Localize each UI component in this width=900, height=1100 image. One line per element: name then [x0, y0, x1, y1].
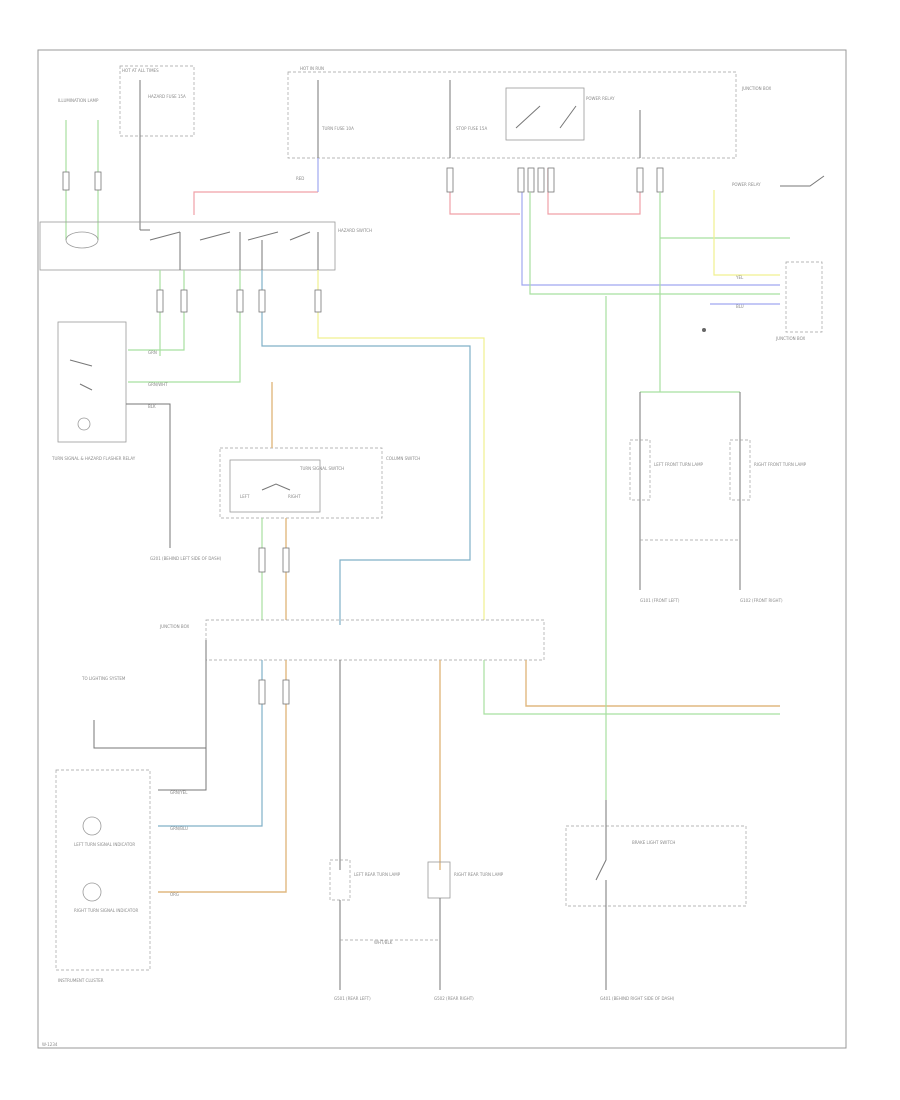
wire-tag-blu: BLU	[736, 304, 744, 309]
illumination-lamp-label: ILLUMINATION LAMP	[58, 98, 99, 103]
fuse-stop-label: STOP FUSE 15A	[456, 126, 487, 131]
fuse-turn-label: TURN FUSE 10A	[321, 126, 354, 131]
rear-right-lamp: RIGHT REAR TURN LAMP G502 (REAR RIGHT)	[427, 861, 504, 1001]
wire-tag-blk: BLK	[148, 404, 156, 409]
illumination-lamp: ILLUMINATION LAMP	[58, 98, 102, 249]
page-id: W-1234	[42, 1042, 58, 1047]
ground-rear-right-label: G502 (REAR RIGHT)	[434, 996, 474, 1001]
left-turn-indicator-label: LEFT TURN SIGNAL INDICATOR	[74, 842, 135, 847]
junction-label: JUNCTION BOX	[159, 624, 189, 629]
right-label: RIGHT	[288, 494, 301, 499]
junction-box-label: JUNCTION BOX	[741, 86, 771, 91]
hot-in-run-label: HOT IN RUN	[300, 66, 324, 71]
wire-tag-grn-blu: GRN/BLU	[170, 826, 188, 831]
front-right-lamp-label: RIGHT FRONT TURN LAMP	[754, 462, 807, 467]
front-right-lamp: RIGHT FRONT TURN LAMP G102 (FRONT RIGHT)	[729, 439, 807, 603]
brake-light-switch: BRAKE LIGHT SWITCH G401 (BEHIND RIGHT SI…	[565, 296, 747, 1001]
ground-dash-label: G201 (BEHIND LEFT SIDE OF DASH)	[150, 556, 222, 561]
wire-tag-grn: GRN	[148, 350, 157, 355]
wire-tag-red: RED	[296, 176, 304, 181]
to-lighting-label: TO LIGHTING SYSTEM	[81, 676, 126, 681]
hot-all-times-label: HOT AT ALL TIMES	[122, 68, 159, 73]
rear-left-lamp-label: LEFT REAR TURN LAMP	[354, 872, 401, 877]
fuse-panel-top: HOT IN RUN TURN FUSE 10A STOP FUSE 15A J…	[287, 66, 771, 159]
wire-tag-yel: YEL	[735, 275, 744, 280]
instrument-cluster: LEFT TURN SIGNAL INDICATOR RIGHT TURN SI…	[55, 769, 151, 983]
rear-left-lamp: LEFT REAR TURN LAMP G501 (REAR LEFT)	[329, 859, 401, 1001]
wire-tag-grn-wht: GRN/WHT	[148, 382, 168, 387]
right-connector-label: JUNCTION BOX	[775, 336, 805, 341]
wire-tag-wht-blk: WHT/BLK	[374, 940, 393, 945]
turn-signal-flasher: TURN SIGNAL & HAZARD FLASHER RELAY	[51, 321, 171, 520]
ground-brake-label: G401 (BEHIND RIGHT SIDE OF DASH)	[600, 996, 675, 1001]
fuse-panel-left: HOT AT ALL TIMES HAZARD FUSE 15A	[119, 65, 195, 231]
fuse-hazard-label: HAZARD FUSE 15A	[148, 94, 186, 99]
right-turn-indicator-label: RIGHT TURN SIGNAL INDICATOR	[74, 908, 138, 913]
wire-tag-grn-yel: GRN/YEL	[170, 790, 188, 795]
junction-block: JUNCTION BOX TO LIGHTING SYSTEM	[81, 619, 545, 681]
rear-right-lamp-label: RIGHT REAR TURN LAMP	[454, 872, 504, 877]
left-label: LEFT	[240, 494, 250, 499]
brake-switch-label: BRAKE LIGHT SWITCH	[632, 840, 675, 845]
turn-signal-switch: TURN SIGNAL SWITCH COLUMN SWITCH LEFT RI…	[219, 382, 420, 519]
wire-tag-org: ORG	[170, 892, 179, 897]
instrument-cluster-label: INSTRUMENT CLUSTER	[58, 978, 104, 983]
flasher-label: TURN SIGNAL & HAZARD FLASHER RELAY	[51, 456, 136, 461]
turn-signal-switch-label: TURN SIGNAL SWITCH	[299, 466, 344, 471]
ground-front-right-label: G102 (FRONT RIGHT)	[740, 598, 783, 603]
hazard-switch: HAZARD SWITCH	[39, 221, 372, 271]
right-relay-label: POWER RELAY	[732, 182, 761, 187]
hazard-switch-label: HAZARD SWITCH	[338, 228, 372, 233]
front-left-lamp-label: LEFT FRONT TURN LAMP	[654, 462, 704, 467]
ground-front-left-label: G101 (FRONT LEFT)	[640, 598, 680, 603]
front-left-lamp: LEFT FRONT TURN LAMP G101 (FRONT LEFT)	[629, 439, 704, 603]
column-switch-label: COLUMN SWITCH	[386, 456, 420, 461]
ground-rear-left-label: G501 (REAR LEFT)	[334, 996, 371, 1001]
diagram-frame	[37, 49, 847, 1049]
power-relay-label: POWER RELAY	[586, 96, 615, 101]
